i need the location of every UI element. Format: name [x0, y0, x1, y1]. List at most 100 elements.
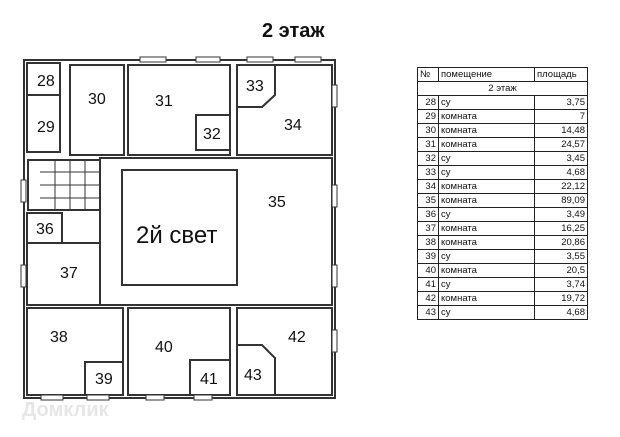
room-label-42: 42	[288, 329, 306, 346]
room-label-37: 37	[60, 265, 78, 282]
room-number: 32	[417, 151, 439, 166]
room-area: 3,49	[534, 207, 588, 222]
room-number: 40	[417, 263, 439, 278]
room-type: су	[438, 277, 535, 292]
double-height-void	[121, 169, 238, 286]
room-area: 3,45	[534, 151, 588, 166]
room-37-walls	[26, 242, 101, 306]
room-label-41: 41	[200, 371, 218, 388]
room-area: 3,74	[534, 277, 588, 292]
header-area: площадь	[534, 67, 588, 82]
room-type: комната	[438, 291, 535, 306]
room-label-31: 31	[155, 93, 173, 110]
room-number: 29	[417, 109, 439, 124]
room-32-walls	[195, 114, 231, 151]
room-43-walls	[236, 344, 276, 396]
room-29-walls	[26, 94, 61, 153]
floor-plan: 28 29 30 31 32 33 34 35 36 37 38 39 40 4…	[20, 56, 338, 401]
header-number: №	[417, 67, 439, 82]
room-area: 3,75	[534, 95, 588, 110]
room-label-36: 36	[36, 221, 54, 238]
room-label-39: 39	[95, 371, 113, 388]
room-area: 89,09	[534, 193, 588, 208]
room-number: 41	[417, 277, 439, 292]
room-type: су	[438, 207, 535, 222]
room-number: 34	[417, 179, 439, 194]
room-area: 14,48	[534, 123, 588, 138]
room-area: 19,72	[534, 291, 588, 306]
room-number: 39	[417, 249, 439, 264]
room-number: 43	[417, 305, 439, 320]
room-label-28: 28	[37, 73, 55, 90]
table-header-row: № помещение площадь	[417, 67, 588, 82]
room-number: 37	[417, 221, 439, 236]
room-number: 38	[417, 235, 439, 250]
room-label-34: 34	[284, 117, 302, 134]
room-type: комната	[438, 137, 535, 152]
room-number: 31	[417, 137, 439, 152]
room-area: 4,68	[534, 165, 588, 180]
room-40-walls	[127, 307, 231, 396]
section-label: 2 этаж	[417, 81, 588, 96]
room-label-30: 30	[88, 91, 106, 108]
room-38-walls	[26, 307, 124, 396]
room-number: 36	[417, 207, 439, 222]
room-type: комната	[438, 235, 535, 250]
room-area: 3,55	[534, 249, 588, 264]
room-label-32: 32	[203, 126, 221, 143]
room-area: 16,25	[534, 221, 588, 236]
room-type: су	[438, 305, 535, 320]
room-number: 30	[417, 123, 439, 138]
room-label-38: 38	[50, 329, 68, 346]
room-area: 20,5	[534, 263, 588, 278]
room-number: 42	[417, 291, 439, 306]
room-area: 7	[534, 109, 588, 124]
domclick-watermark: Домклик	[22, 399, 109, 421]
room-area: 4,68	[534, 305, 588, 320]
room-label-33: 33	[246, 78, 264, 95]
room-label-29: 29	[37, 119, 55, 136]
room-type: комната	[438, 123, 535, 138]
room-label-35: 35	[268, 194, 286, 211]
table-section-row: 2 этаж	[417, 81, 588, 96]
room-type: су	[438, 249, 535, 264]
room-area: 20,86	[534, 235, 588, 250]
room-type: су	[438, 165, 535, 180]
room-type: комната	[438, 179, 535, 194]
room-type: комната	[438, 263, 535, 278]
room-label-43: 43	[244, 367, 262, 384]
header-room: помещение	[438, 67, 535, 82]
room-label-40: 40	[155, 339, 173, 356]
room-area: 24,57	[534, 137, 588, 152]
room-number: 28	[417, 95, 439, 110]
room-35-walls	[99, 157, 333, 306]
room-34-walls	[236, 64, 333, 156]
room-33-walls	[236, 64, 276, 108]
room-number: 33	[417, 165, 439, 180]
room-type: комната	[438, 193, 535, 208]
room-area: 22,12	[534, 179, 588, 194]
room-number: 35	[417, 193, 439, 208]
double-height-label: 2й свет	[136, 222, 217, 249]
room-type: су	[438, 95, 535, 110]
room-type: комната	[438, 221, 535, 236]
room-type: су	[438, 151, 535, 166]
room-30-walls	[69, 64, 125, 156]
